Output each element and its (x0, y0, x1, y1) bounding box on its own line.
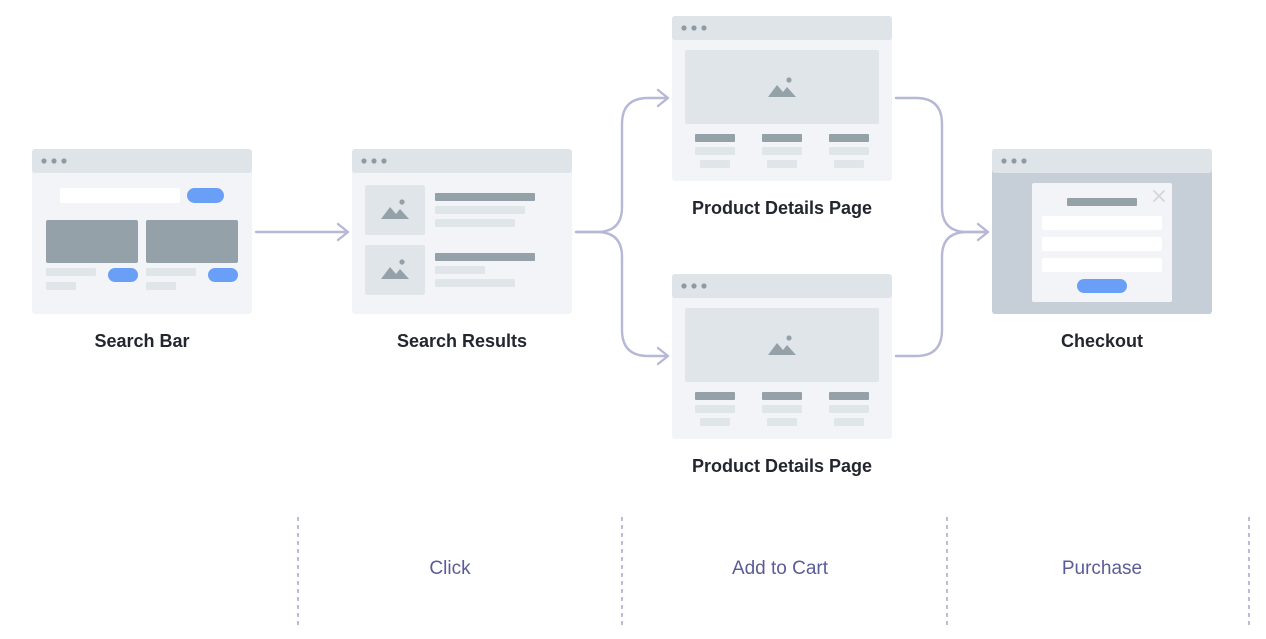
stage-label-add-to-cart: Add to Cart (732, 558, 829, 579)
product-card-image (146, 220, 238, 263)
arrow-right-icon (574, 230, 670, 366)
product-card-image (46, 220, 138, 263)
product-image (685, 308, 879, 382)
arrow-right-icon (894, 96, 990, 358)
search-bar-label: Search Bar (94, 331, 189, 351)
checkout-submit-placeholder (1077, 279, 1127, 293)
product-image (685, 50, 879, 124)
search-results-screen (352, 149, 572, 314)
window-controls-icon (361, 158, 387, 164)
checkout-screen (992, 149, 1212, 314)
search-button-placeholder (187, 188, 224, 203)
result-thumbnail (365, 245, 425, 295)
arrow-right-icon (574, 88, 670, 234)
search-results-label: Search Results (397, 331, 527, 351)
search-field-placeholder (60, 188, 180, 203)
product-details-screen-bottom (672, 274, 892, 439)
result-thumbnail (365, 185, 425, 235)
window-controls-icon (681, 25, 707, 31)
stage-label-click: Click (429, 558, 471, 579)
arrow-right-icon (254, 222, 350, 242)
window-controls-icon (1001, 158, 1027, 164)
checkout-label: Checkout (1061, 331, 1143, 351)
product-details-screen-top (672, 16, 892, 181)
search-bar-screen (32, 149, 252, 314)
product-details-label-bottom: Product Details Page (692, 456, 872, 476)
window-controls-icon (681, 283, 707, 289)
window-controls-icon (41, 158, 67, 164)
product-details-label-top: Product Details Page (692, 198, 872, 218)
close-icon (1153, 190, 1165, 202)
stage-label-purchase: Purchase (1062, 558, 1142, 579)
